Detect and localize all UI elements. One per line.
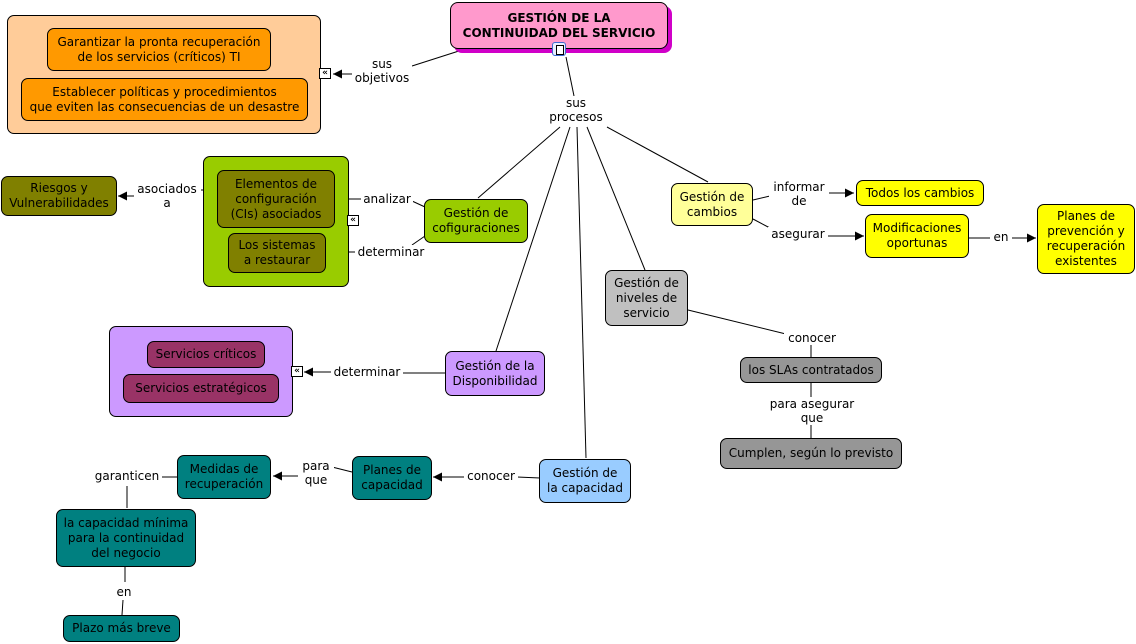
link-label-conocer: conocer	[464, 469, 518, 483]
link-label-analizar: analizar	[361, 192, 413, 206]
availability-group	[109, 326, 293, 417]
capacity-management-node[interactable]: Gestión de la capacidad	[539, 459, 631, 503]
config-items-node[interactable]: Elementos de configuración (CIs) asociad…	[217, 170, 335, 228]
document-icon[interactable]	[552, 42, 566, 56]
slas-node[interactable]: los SLAs contratados	[740, 357, 882, 383]
link-label-sus-procesos: sus procesos	[545, 96, 607, 124]
systems-node[interactable]: Los sistemas a restaurar	[228, 233, 326, 273]
service-level-management-node[interactable]: Gestión de niveles de servicio	[605, 270, 688, 326]
objective-node-2[interactable]: Establecer políticas y procedimientos qu…	[21, 78, 308, 121]
link-label-asegurar: asegurar	[768, 227, 828, 241]
link-label-asociados-a: asociados a	[134, 182, 200, 210]
link-label-determinar: determinar	[355, 245, 427, 259]
minimum-capacity-node[interactable]: la capacidad mínima para la continuidad …	[56, 509, 196, 567]
link-label-sus-objetivos: sus objetivos	[352, 57, 412, 85]
availability-management-node[interactable]: Gestión de la Disponibilidad	[445, 351, 545, 396]
critical-services-node[interactable]: Servicios críticos	[147, 341, 265, 368]
fulfilled-node[interactable]: Cumplen, según lo previsto	[720, 438, 902, 469]
link-label-informar-de: informar de	[769, 180, 829, 208]
link-label-para-asegurar-que: para asegurar que	[766, 397, 858, 425]
config-management-node[interactable]: Gestión de cofiguraciones	[424, 199, 528, 243]
collapse-icon[interactable]: «	[291, 366, 303, 377]
change-management-node[interactable]: Gestión de cambios	[671, 183, 753, 226]
collapse-icon[interactable]: «	[347, 215, 359, 226]
collapse-icon[interactable]: «	[319, 68, 331, 79]
link-label-determinar: determinar	[331, 365, 403, 379]
prevention-plans-node[interactable]: Planes de prevención y recuperación exis…	[1037, 204, 1135, 274]
link-label-garanticen: garanticen	[92, 469, 162, 483]
shortest-term-node[interactable]: Plazo más breve	[63, 615, 180, 642]
link-label-en: en	[113, 585, 135, 599]
risks-node[interactable]: Riesgos y Vulnerabilidades	[1, 176, 117, 216]
link-label-en: en	[990, 230, 1012, 244]
recovery-measures-node[interactable]: Medidas de recuperación	[177, 455, 271, 499]
link-label-conocer: conocer	[784, 331, 840, 345]
capacity-plans-node[interactable]: Planes de capacidad	[352, 456, 432, 500]
objective-node-1[interactable]: Garantizar la pronta recuperación de los…	[47, 28, 271, 71]
timely-modifications-node[interactable]: Modificaciones oportunas	[865, 214, 969, 258]
link-label-para-que: para que	[298, 459, 334, 487]
all-changes-node[interactable]: Todos los cambios	[856, 180, 984, 206]
strategic-services-node[interactable]: Servicios estratégicos	[123, 374, 279, 403]
